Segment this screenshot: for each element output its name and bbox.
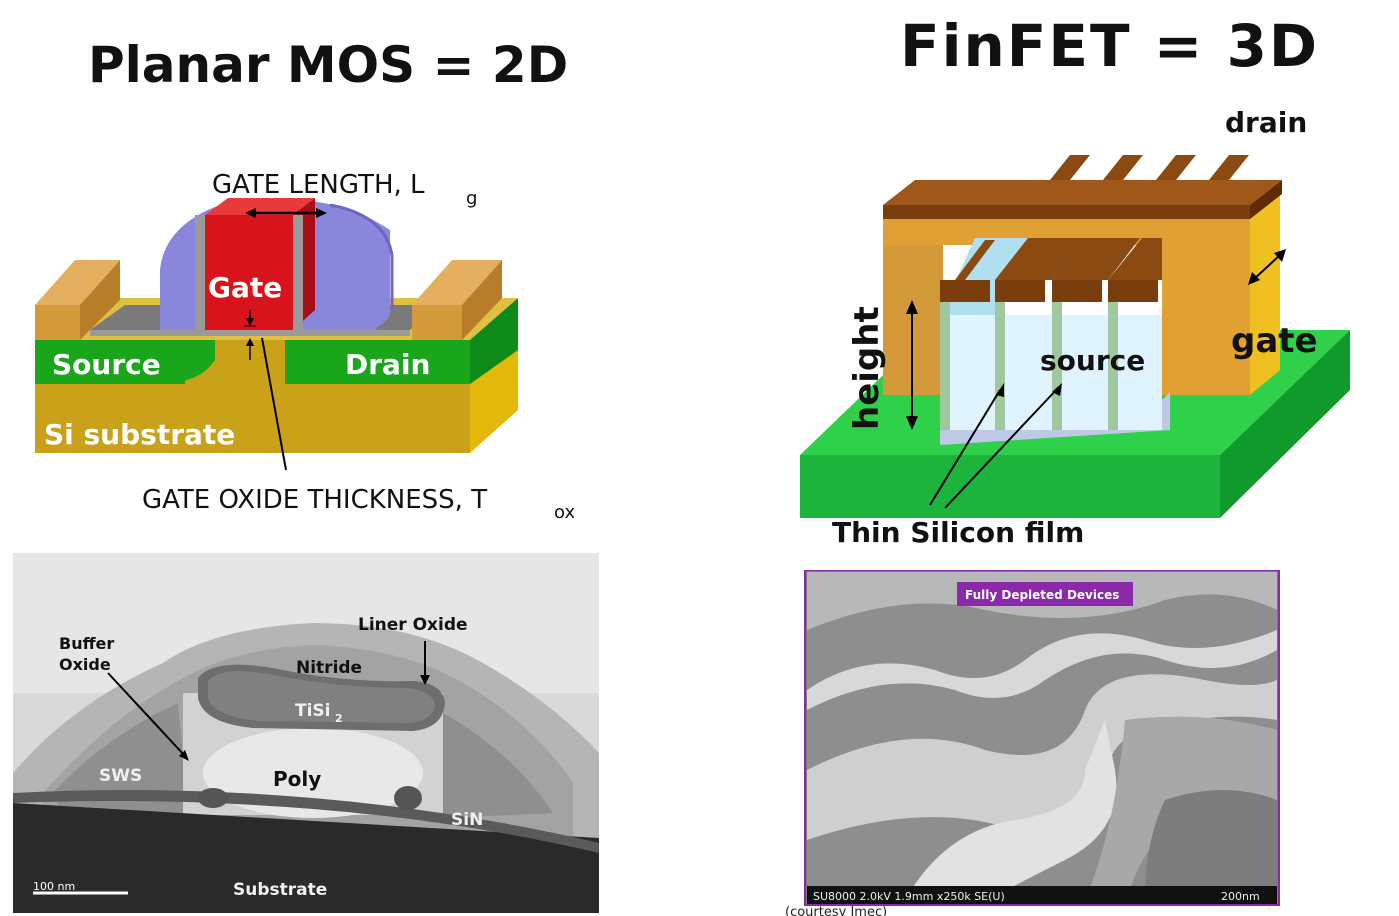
finfet-diagram: drain gate source height Thin Silicon fi… xyxy=(800,106,1350,549)
tem-scale-bar: 100 nm xyxy=(33,880,75,893)
tem-buffer-label-2: Oxide xyxy=(59,655,111,674)
gate-body xyxy=(205,215,293,330)
sem-footer-right: 200nm xyxy=(1221,890,1260,903)
oxide-sub: ox xyxy=(554,502,575,523)
fin-4 xyxy=(1108,238,1162,430)
planar-title: Planar MOS = 2D xyxy=(88,36,569,94)
tem-tisi-label: TiSi xyxy=(295,701,331,721)
source-label: Source xyxy=(52,348,161,381)
tem-tisi-sub: 2 xyxy=(335,712,343,725)
fin-2 xyxy=(995,238,1085,430)
tem-poly-label: Poly xyxy=(273,767,321,791)
tem-liner-label: Liner Oxide xyxy=(358,615,468,635)
drain-slab-front xyxy=(883,205,1250,219)
finfet-title: FinFET = 3D xyxy=(900,12,1320,80)
fin-base-side xyxy=(1220,330,1350,518)
tem-sin-label: SiN xyxy=(451,810,483,830)
gate-label: Gate xyxy=(208,271,282,304)
finfet-drain-label: drain xyxy=(1225,106,1307,139)
sem-courtesy: (courtesy Imec) xyxy=(785,905,887,916)
tem-nitride-label: Nitride xyxy=(296,658,362,678)
tem-buffer-label: Buffer xyxy=(59,634,114,653)
fin-3 xyxy=(1052,238,1140,430)
tem-sws-label: SWS xyxy=(99,766,142,786)
tem-substrate-label: Substrate xyxy=(233,880,327,900)
gate-length-label: GATE LENGTH, L xyxy=(212,170,425,200)
sem-badge: Fully Depleted Devices xyxy=(965,588,1119,602)
planar-mos-diagram: Gate Source Drain Si substrate GATE LENG… xyxy=(35,170,575,523)
drain-label: Drain xyxy=(345,348,430,381)
finfet-height-label: height xyxy=(847,306,887,430)
fin-base-front xyxy=(800,455,1220,518)
finfet-source-label: source xyxy=(1040,344,1145,377)
oxide-label: GATE OXIDE THICKNESS, T xyxy=(142,485,487,515)
fin-1 xyxy=(940,238,1030,430)
finfet-gate-label: gate xyxy=(1231,321,1318,361)
substrate-label: Si substrate xyxy=(44,418,235,451)
drain-slab-top xyxy=(883,180,1282,205)
sem-footer-left: SU8000 2.0kV 1.9mm x250k SE(U) xyxy=(813,890,1005,903)
gate-length-sub: g xyxy=(466,188,477,209)
finfet-film-label: Thin Silicon film xyxy=(832,516,1084,549)
sem-micrograph: Fully Depleted Devices SU8000 2.0kV 1.9m… xyxy=(785,570,1280,916)
tem-micrograph: 100 nm Buffer Oxide Liner Oxide Nitride … xyxy=(13,553,599,913)
